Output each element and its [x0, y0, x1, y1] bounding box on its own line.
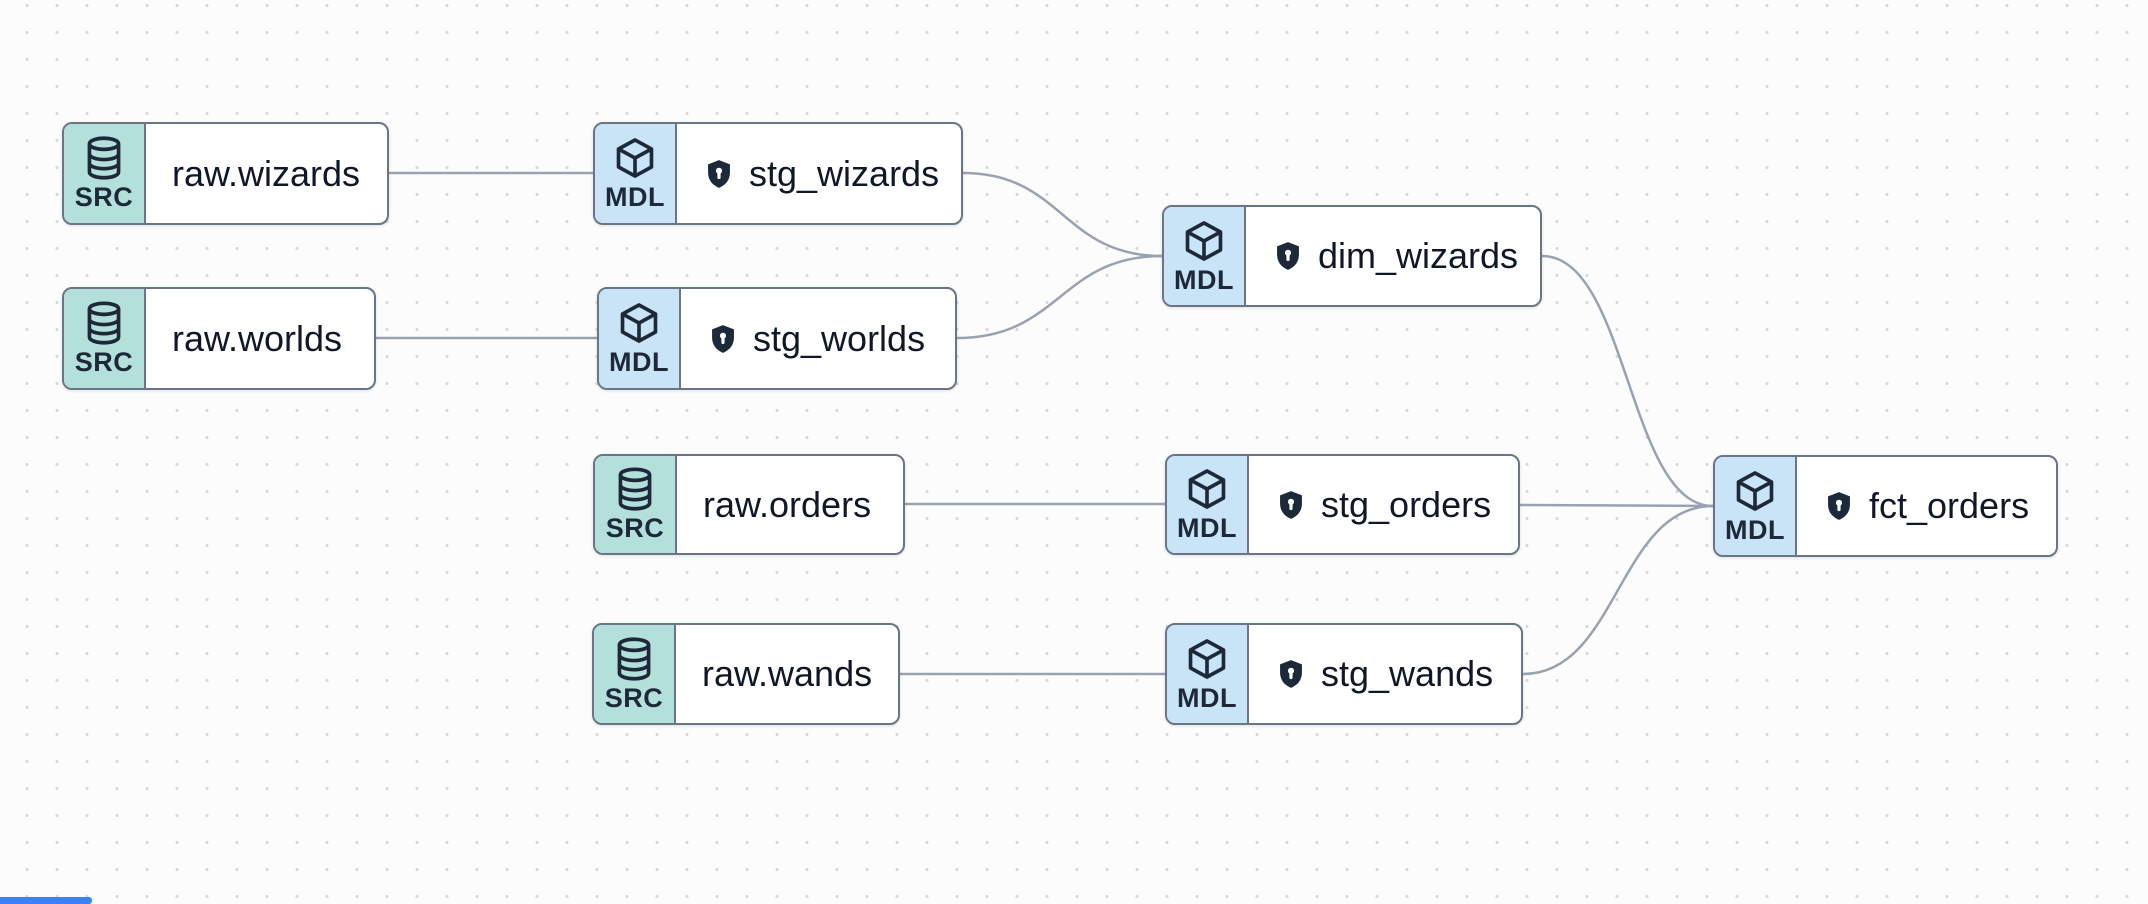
node-type-label: MDL [1177, 513, 1237, 543]
database-icon [617, 636, 651, 681]
edge-stg-orders-fct-orders [1518, 503, 1715, 508]
database-icon [87, 301, 121, 345]
shield-lock-icon [710, 323, 736, 354]
model-type-badge: MDL [1164, 207, 1246, 305]
cube-icon [1185, 220, 1223, 261]
lineage-node-raw-wands[interactable]: SRC raw.wands [592, 623, 900, 725]
shield-lock-icon [1275, 240, 1301, 272]
lineage-node-raw-wizards[interactable]: SRC raw.wizards [62, 122, 389, 225]
lineage-node-raw-orders[interactable]: SRC raw.orders [593, 454, 905, 555]
node-type-label: MDL [1725, 514, 1785, 545]
lineage-node-dim-wizards[interactable]: MDL dim_wizards [1162, 205, 1542, 307]
cube-icon [1188, 469, 1226, 509]
edge-stg-wizards-dim-wizards [961, 171, 1164, 258]
lineage-node-raw-worlds[interactable]: SRC raw.worlds [62, 287, 376, 390]
source-type-badge: SRC [64, 124, 146, 223]
database-icon [618, 467, 652, 511]
cube-icon [1736, 470, 1774, 511]
node-type-label: SRC [74, 347, 134, 377]
source-type-badge: SRC [595, 456, 677, 553]
source-type-badge: SRC [594, 625, 676, 723]
lineage-node-stg-worlds[interactable]: MDL stg_worlds [597, 287, 957, 390]
edge-stg-wands-fct-orders [1521, 504, 1715, 676]
shield-lock-icon [706, 158, 732, 189]
database-icon [87, 136, 121, 180]
node-type-label: MDL [605, 182, 665, 212]
shield-lock-icon [1278, 489, 1304, 520]
node-type-label: SRC [74, 182, 134, 212]
horizontal-scrollbar[interactable] [0, 897, 92, 904]
node-name-label: dim_wizards [1318, 235, 1519, 276]
node-type-label: MDL [1174, 264, 1234, 295]
model-type-badge: MDL [1167, 456, 1249, 553]
cube-icon [620, 303, 658, 343]
node-name-label: stg_wizards [749, 152, 940, 194]
node-name-label: fct_orders [1869, 485, 2030, 526]
node-name-label: raw.wands [702, 653, 873, 694]
node-name-label: raw.wizards [172, 152, 361, 194]
node-type-label: MDL [1177, 682, 1237, 713]
node-type-label: MDL [609, 347, 669, 377]
cube-icon [616, 138, 654, 178]
node-name-label: stg_wands [1321, 653, 1494, 694]
model-type-badge: MDL [1167, 625, 1249, 723]
lineage-node-stg-wands[interactable]: MDL stg_wands [1165, 623, 1523, 725]
cube-icon [1188, 638, 1226, 679]
lineage-node-fct-orders[interactable]: MDL fct_orders [1713, 455, 2058, 557]
node-name-label: stg_orders [1321, 483, 1492, 525]
model-type-badge: MDL [595, 124, 677, 223]
source-type-badge: SRC [64, 289, 146, 388]
node-name-label: raw.worlds [172, 317, 343, 359]
model-type-badge: MDL [599, 289, 681, 388]
model-type-badge: MDL [1715, 457, 1797, 555]
edge-dim-wizards-fct-orders [1540, 254, 1715, 508]
node-type-label: SRC [605, 513, 665, 543]
node-name-label: raw.orders [703, 483, 872, 525]
shield-lock-icon [1278, 658, 1304, 690]
lineage-node-stg-orders[interactable]: MDL stg_orders [1165, 454, 1520, 555]
node-name-label: stg_worlds [753, 317, 926, 359]
node-type-label: SRC [604, 682, 664, 713]
lineage-node-stg-wizards[interactable]: MDL stg_wizards [593, 122, 963, 225]
shield-lock-icon [1826, 490, 1852, 522]
edge-stg-worlds-dim-wizards [955, 254, 1164, 340]
